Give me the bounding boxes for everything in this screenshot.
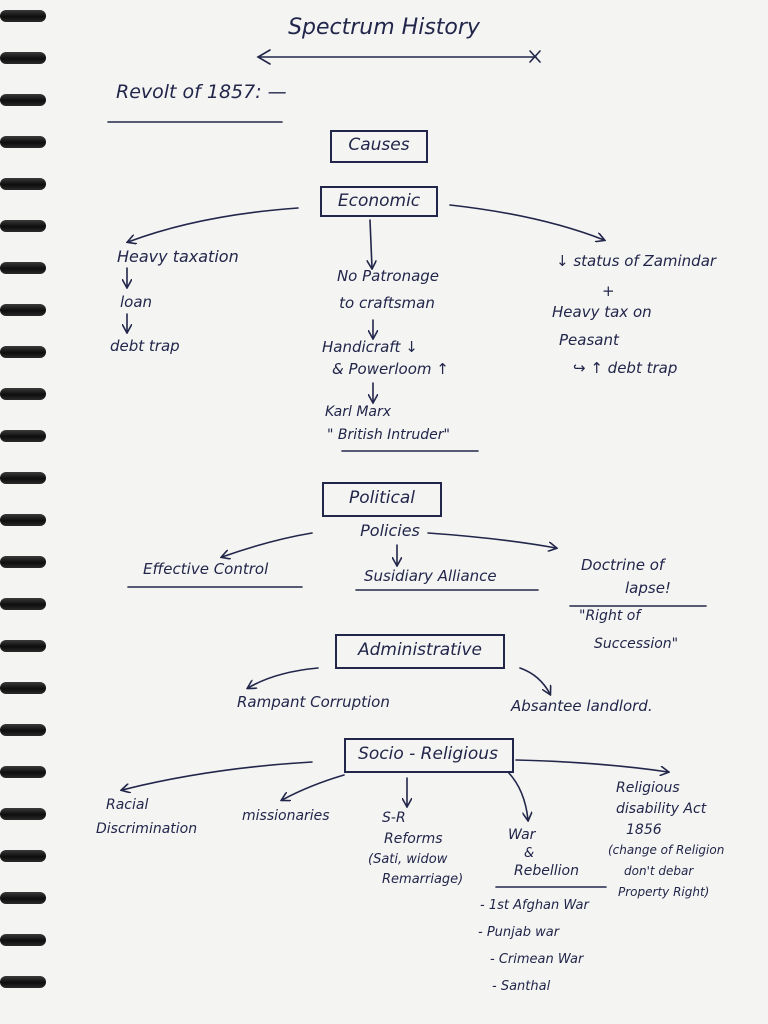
war: War <box>508 827 536 843</box>
heavy-taxation: Heavy taxation <box>117 247 239 266</box>
debt-trap-increase: ↪ ↑ debt trap <box>573 359 678 377</box>
status-of-zamindar: ↓ status of Zamindar <box>556 252 717 270</box>
political-arrow-left <box>222 532 313 557</box>
socio-religious-box <box>344 738 514 773</box>
socio-arrow-missionaries <box>282 774 345 800</box>
admin-arrow-left <box>248 667 319 688</box>
susidiary-alliance: Susidiary Alliance <box>364 567 497 585</box>
lapse: lapse! <box>625 579 671 597</box>
to-craftsman: to craftsman <box>339 294 435 312</box>
sati-widow: (Sati, widow <box>368 852 448 867</box>
rebellion: Rebellion <box>514 863 579 879</box>
war-crimean: - Crimean War <box>490 952 584 967</box>
disability-act: disability Act <box>616 801 707 817</box>
succession: Succession" <box>594 636 679 652</box>
socio-religious-label: Socio - Religious <box>358 744 498 764</box>
remarriage: Remarriage) <box>382 872 464 887</box>
act-year: 1856 <box>626 822 662 838</box>
administrative-label: Administrative <box>357 640 483 660</box>
right-of: "Right of <box>579 608 641 624</box>
effective-control: Effective Control <box>143 560 269 578</box>
administrative-box <box>335 634 505 669</box>
socio-arrow-act <box>515 759 668 772</box>
karl-marx: Karl Marx <box>325 404 392 420</box>
economic-box <box>320 186 438 217</box>
missionaries: missionaries <box>242 808 330 824</box>
economic-arrow-mid <box>370 219 372 268</box>
page-title: Spectrum History <box>288 15 480 40</box>
political-box <box>322 482 442 517</box>
rampant-corruption: Rampant Corruption <box>237 693 390 711</box>
sr: S-R <box>382 810 406 826</box>
reforms: Reforms <box>384 831 443 847</box>
property-right: Property Right) <box>618 885 710 899</box>
policies-label: Policies <box>360 521 420 540</box>
discrimination: Discrimination <box>96 821 198 837</box>
socio-arrow-war <box>507 771 528 820</box>
debt-trap: debt trap <box>110 337 180 355</box>
topic-heading: Revolt of 1857: — <box>116 81 287 103</box>
socio-arrow-racial <box>122 761 313 790</box>
peasant: Peasant <box>559 331 619 349</box>
no-patronage: No Patronage <box>336 267 440 285</box>
absentee-landlord: Absantee landlord. <box>511 697 653 715</box>
war-santhal: - Santhal <box>492 979 551 994</box>
racial: Racial <box>106 797 149 813</box>
loan: loan <box>120 293 153 311</box>
religious: Religious <box>616 780 680 796</box>
admin-arrow-right <box>519 667 550 694</box>
ampersand: & <box>524 846 535 861</box>
doctrine-of: Doctrine of <box>581 556 665 574</box>
war-first-afghan: - 1st Afghan War <box>480 898 589 913</box>
handicraft: Handicraft ↓ <box>322 338 418 356</box>
economic-label: Economic <box>337 191 421 211</box>
change-of-religion: (change of Religion <box>608 843 725 857</box>
causes-label: Causes <box>348 135 410 155</box>
plus-sign: + <box>602 282 615 300</box>
heavy-tax-on: Heavy tax on <box>552 303 652 321</box>
war-punjab: - Punjab war <box>478 925 560 940</box>
dont-debar: don't debar <box>624 864 694 878</box>
economic-arrow-left <box>128 207 299 242</box>
causes-box <box>330 130 428 163</box>
economic-arrow-right <box>449 204 604 240</box>
political-label: Political <box>349 488 415 508</box>
british-intruder: " British Intruder" <box>327 427 450 443</box>
political-arrow-right <box>427 532 556 548</box>
powerloom: & Powerloom ↑ <box>332 360 449 378</box>
